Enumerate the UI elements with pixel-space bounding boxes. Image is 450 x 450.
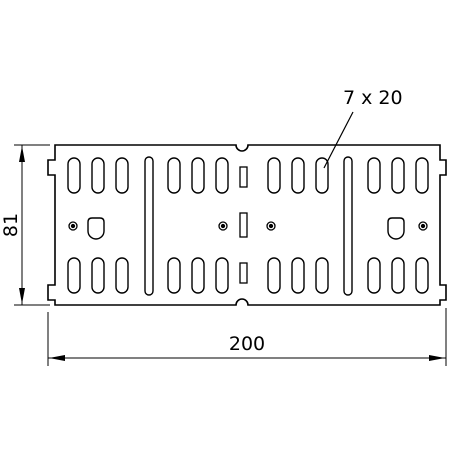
oval-slot <box>291 157 305 194</box>
bolt-hole <box>266 221 276 231</box>
center-slot-bottom <box>239 262 248 284</box>
arrowhead <box>19 146 25 162</box>
oval-slot <box>267 157 281 194</box>
oval-slot <box>115 257 129 294</box>
arrowhead <box>429 355 445 361</box>
bolt-holes <box>68 221 428 231</box>
oval-slot <box>315 157 329 194</box>
oval-slot <box>191 157 205 194</box>
oval-slot <box>115 157 129 194</box>
center-slot-top <box>239 166 248 188</box>
oval-slot <box>415 257 429 294</box>
bolt-hole <box>418 221 428 231</box>
oval-slot <box>67 157 81 194</box>
bolt-hole <box>68 221 78 231</box>
length-dimension-label: 200 <box>229 333 265 355</box>
oval-slot <box>267 257 281 294</box>
oval-slot <box>291 257 305 294</box>
oval-slot <box>391 157 405 194</box>
oval-slot <box>67 257 81 294</box>
oval-slot <box>91 257 105 294</box>
oval-slot <box>315 257 329 294</box>
callout-leader <box>323 111 354 169</box>
arrowhead <box>19 288 25 304</box>
oval-slot <box>391 257 405 294</box>
long-slot-left <box>144 156 154 296</box>
arrowhead <box>49 355 65 361</box>
oval-slot <box>91 157 105 194</box>
oval-slot <box>215 257 229 294</box>
oval-slot <box>167 157 181 194</box>
oval-slot <box>191 257 205 294</box>
slot-row-top <box>67 157 429 194</box>
key-slot-right <box>387 217 405 240</box>
oval-slot <box>215 157 229 194</box>
slot-row-bottom <box>67 257 429 294</box>
oval-slot <box>415 157 429 194</box>
center-slot-middle <box>239 212 248 238</box>
oval-slot <box>167 257 181 294</box>
bolt-hole <box>218 221 228 231</box>
oval-slot <box>367 257 381 294</box>
slot-callout-label: 7 x 20 <box>343 87 403 109</box>
plate-outline <box>47 144 447 306</box>
key-slot-left <box>87 217 105 240</box>
width-dimension-label: 81 <box>0 213 22 237</box>
oval-slot <box>367 157 381 194</box>
long-slot-right <box>343 156 353 296</box>
